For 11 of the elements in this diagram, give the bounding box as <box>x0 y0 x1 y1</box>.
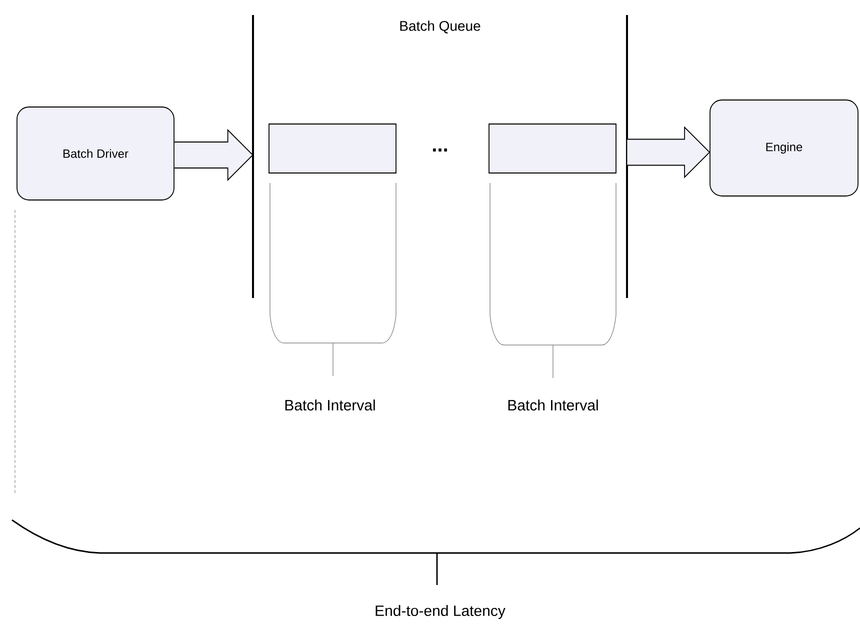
interval-label: Batch Interval <box>285 400 375 410</box>
block-arrow <box>174 128 254 182</box>
block-arrow <box>626 126 710 178</box>
latency-label: End-to-end Latency <box>376 605 506 619</box>
interval-label: Batch Interval <box>508 400 598 410</box>
ellipsis: ... <box>433 148 447 152</box>
batch-box <box>268 124 396 174</box>
batch-box <box>488 124 616 174</box>
process-box: Engine <box>710 100 858 196</box>
process-box: Batch Driver <box>16 106 174 200</box>
queue-heading: Batch Queue <box>400 20 480 34</box>
